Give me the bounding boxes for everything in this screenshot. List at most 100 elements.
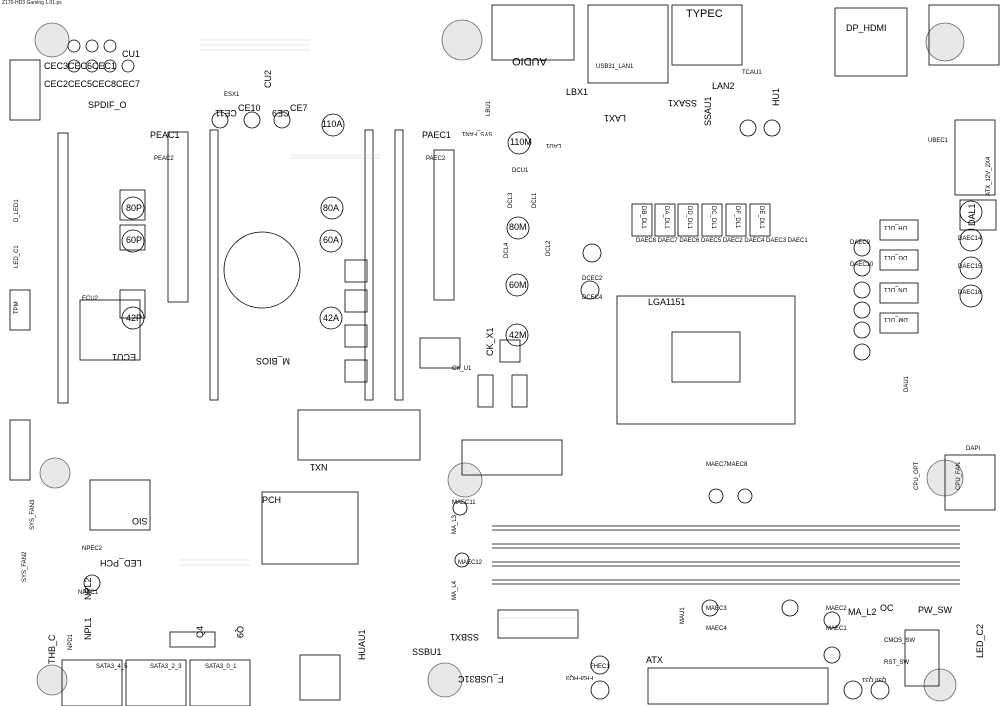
nx1-label: NX1 [310, 462, 328, 472]
sata23-label: SATA3_2_3 [150, 664, 182, 670]
dau1-label: DAU1 [904, 375, 910, 392]
dcec2-label: DCEC2 [582, 276, 603, 282]
atx-12v-label: ATX_12V_2X4 [986, 156, 992, 196]
huau1-label: HUAU1 [357, 629, 367, 660]
fh-label: FH2FHQ3 [566, 674, 594, 680]
lga1151-label: LGA1151 [648, 297, 686, 307]
maec2-label: MAEC2 [826, 606, 847, 612]
ce11-label: CE11 [215, 108, 237, 118]
lbu1-label: LBU1 [486, 100, 492, 116]
cu2-label: CU2 [263, 69, 273, 88]
dapi-label: DAPI [966, 446, 981, 452]
tcau1-label: TCAU1 [742, 70, 762, 76]
q30q31-label: Q30 Q31 [862, 676, 887, 682]
dn-dl1-label: DN_DL1 [884, 286, 908, 292]
sata45-label: SATA3_4_5 [96, 664, 128, 670]
npl2-label: NPL2 [83, 577, 93, 600]
maec7-label: MAEC7MAEC8 [706, 462, 748, 468]
dc-dl1-label: DC_DL1 [710, 206, 716, 230]
paec1-label: PAEC1 [422, 130, 451, 140]
maec12-label: MAEC12 [458, 560, 483, 566]
m60a-label: 60A [323, 235, 340, 245]
m60p-label: 60P [126, 235, 143, 245]
ce9-label: CE9 [272, 108, 290, 118]
db-dl1-label: DB_DL1 [640, 206, 646, 229]
m80m-label: 80M [509, 222, 527, 232]
daec14-label: DAEC14 [958, 236, 982, 242]
sys-fan2-label: SYS_FAN2 [22, 551, 28, 582]
lbx1-label: LBX1 [566, 87, 589, 97]
m110a-label: 110A [322, 119, 343, 129]
dcec4-label: DCEC4 [582, 295, 603, 301]
pw-sw-label: PW_SW [918, 605, 953, 615]
ma-l3-label: MA_L3 [452, 514, 458, 534]
cpu-fan-label: CPU_FAN [956, 462, 962, 490]
dal1-label: DAL1 [967, 203, 977, 226]
q9-label: Q9 [235, 626, 245, 639]
usb31-lan1-label: USB31_LAN1 [596, 64, 634, 70]
pch-label: PCH [262, 495, 282, 505]
hu1-label: HU1 [771, 87, 781, 106]
m60m-label: 60M [509, 280, 527, 290]
daec10-label: DAEC10 [850, 262, 874, 268]
ecu1-label: ECU1 [112, 352, 137, 362]
oc-label: OC [880, 603, 894, 613]
audio-label: AUDIO [512, 55, 547, 67]
de-dl1-label: DE_DL1 [758, 206, 764, 229]
paec2-label: PAEC2 [426, 156, 446, 162]
thb-c-label: THB_C [47, 634, 57, 664]
ssau1-label: SSAU1 [703, 96, 713, 126]
lau1-label: LAU1 [546, 142, 562, 148]
dh-dl1-label: DH_DL1 [884, 224, 908, 230]
dm-dl1-label: DM_DL1 [884, 316, 908, 322]
sata01-label: SATA3_0_1 [205, 664, 237, 670]
ma-l2-label: MA_L2 [848, 607, 877, 617]
dcl4-label: DCL4 [504, 242, 510, 258]
maec11-label: MAEC11 [452, 500, 476, 506]
led-c2-label: LED_C2 [975, 623, 985, 658]
m42p-label: 42P [126, 313, 143, 323]
npl1-label: NPL1 [83, 617, 93, 640]
ce7-label: CE7 [290, 103, 308, 113]
cpu-opt-label: CPU_OPT [914, 461, 920, 490]
m42m-label: 42M [509, 330, 527, 340]
dd-dl1-label: DD_DL1 [686, 206, 692, 230]
maec1-label: MAEC1 [826, 626, 847, 632]
fhec1-label: FHEC1 [590, 664, 610, 670]
daec-row-label: DAEC8 DAEC7 DAEC6 DAEC5 DAEC2 DAEC4 DAEC… [636, 238, 808, 244]
m80p-label: 80P [126, 203, 143, 213]
typec-label: TYPEC [686, 8, 723, 20]
q4-label: Q4 [195, 625, 205, 638]
dg-dl1-label: DG_DL1 [884, 254, 908, 260]
daec15-label: DAEC15 [958, 264, 982, 270]
atx-label: ATX [646, 655, 663, 665]
sio-label: SIO [132, 516, 148, 526]
mau1-label: MAU1 [680, 607, 686, 624]
ssbx1-label: SSBX1 [450, 632, 480, 642]
dcl1-label: DCL1 [532, 192, 538, 208]
tpm-label: TPM [14, 301, 20, 314]
lax1-label: LAX1 [604, 113, 627, 123]
f-usb31c-label: F_USB31C [458, 674, 504, 684]
cu1-label: CU1 [122, 49, 141, 59]
document-caption: Z170-HD3 Gaming 1.01.ps [2, 0, 62, 6]
dcu1-label: DCU1 [512, 168, 529, 174]
dcl2-label: DCL2 [546, 240, 552, 256]
rst-sw-label: RST_SW [884, 660, 910, 666]
daec16-label: DAEC16 [958, 290, 982, 296]
m80a-label: 80A [323, 203, 340, 213]
ubec1-label: UBEC1 [928, 138, 949, 144]
npd1-label: NPD1 [68, 633, 74, 650]
spdif-o-label: SPDIF_O [88, 100, 127, 110]
sys-fan1-label: SYS_FAN1 [462, 130, 493, 136]
ecu2-label: ECU2 [82, 296, 99, 302]
ssax1-label: SSAX1 [668, 98, 698, 108]
m-bios-label: M_BIOS [256, 356, 291, 366]
maec3-label: MAEC3 [706, 606, 727, 612]
peac2-label: PEAC2 [154, 156, 174, 162]
ma-l4-label: MA_L4 [452, 580, 458, 600]
m42a-label: 42A [323, 313, 340, 323]
da-dl1-label: DA_DL1 [663, 206, 669, 229]
